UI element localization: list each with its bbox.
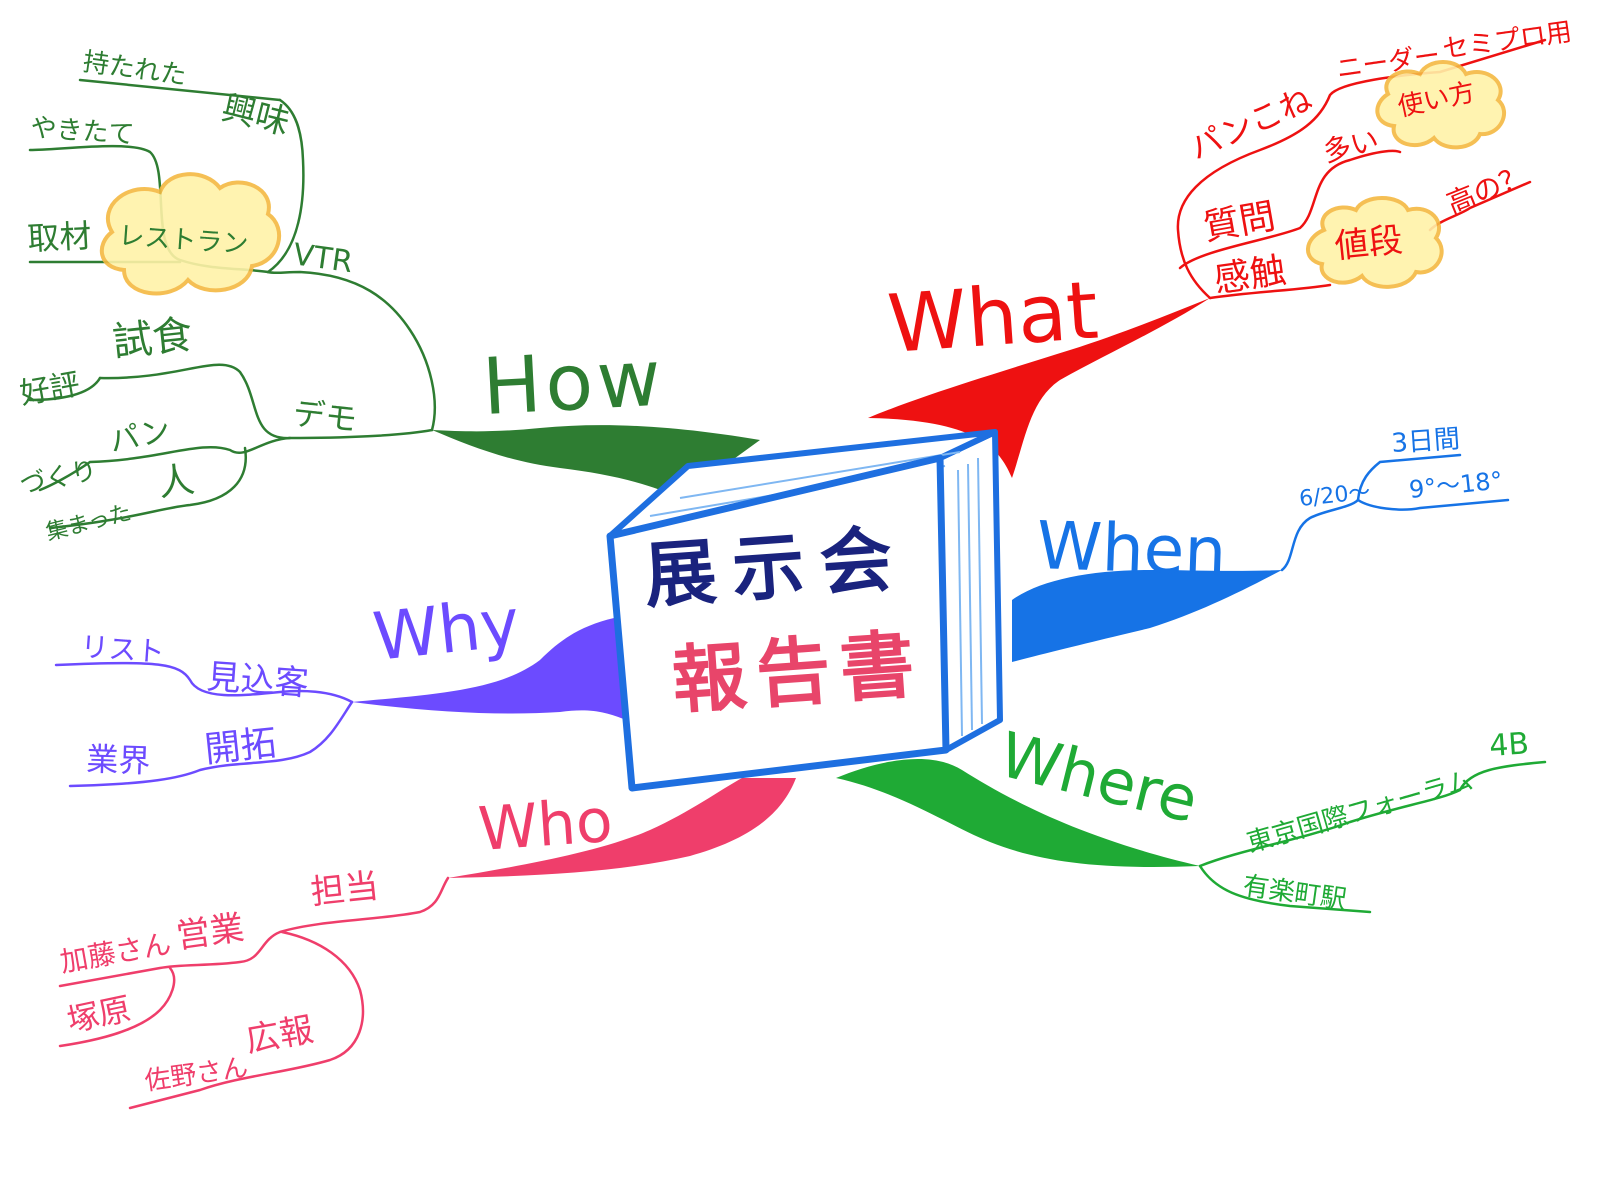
where-room: 4B [1488, 726, 1530, 764]
branch-when-label: When [1035, 507, 1227, 591]
how-kohyo: 好評 [17, 367, 82, 412]
what-shitsumon: 質問 [1200, 196, 1278, 249]
center-title-line2: 報告書 [670, 621, 927, 724]
how-vtr: VTR [291, 237, 355, 280]
who-tanto: 担当 [309, 866, 381, 913]
when-date: 6/20～ [1298, 480, 1372, 512]
when-hours: 9°～18° [1408, 466, 1504, 504]
how-atsumatta: 集まった [43, 500, 134, 545]
branch-who-ribbon [448, 778, 796, 878]
branch-why-label: Why [370, 584, 523, 676]
what-ooi: 多い [1320, 123, 1382, 169]
how-kyomi: 興味 [218, 88, 294, 143]
branch-who-label: Who [476, 786, 615, 865]
how-labels: How VTR 興味 持たれた やきたて 取材 デモ 試食 好評 パン づくり … [17, 47, 667, 546]
who-labels: Who 担当 営業 加藤さん 塚原 広報 佐野さん [57, 786, 614, 1097]
what-labels: What パンこね ニーダー セミプロ用 質問 多い 感触 高の？ [885, 17, 1574, 371]
what-kanshoku: 感触 [1212, 250, 1289, 301]
what-semipro: セミプロ用 [1441, 17, 1574, 65]
cloud-tsukaikata: 使い方 [1375, 60, 1506, 150]
where-forum: 東京国際フォーラム [1244, 766, 1476, 859]
center-title-line1: 展示会 [642, 516, 911, 618]
branch-when-ribbon [1012, 570, 1282, 662]
where-station: 有楽町駅 [1241, 871, 1348, 915]
where-labels: Where 東京国際フォーラム 4B 有楽町駅 [992, 718, 1530, 916]
who-subtree [58, 876, 450, 1110]
who-eigyo: 営業 [174, 908, 247, 957]
who-kato: 加藤さん [57, 927, 173, 979]
when-subtree [1280, 453, 1510, 572]
how-shishoku: 試食 [110, 312, 194, 366]
branch-why-ribbon [352, 618, 626, 720]
when-labels: When 6/20～ 3日間 9°～18° [1035, 424, 1503, 590]
cloud-nedan: 値段 [1306, 196, 1444, 289]
why-subtree [54, 661, 354, 788]
when-days: 3日間 [1390, 424, 1460, 459]
how-demo: デモ [291, 394, 359, 438]
branch-where-ribbon [836, 758, 1200, 867]
how-zukuri: づくり [17, 455, 100, 501]
how-shuzai: 取材 [26, 217, 92, 258]
why-kaitaku: 開拓 [203, 723, 279, 771]
who-koho: 広報 [243, 1010, 317, 1061]
why-gyokai: 業界 [86, 740, 151, 780]
branch-what-label: What [885, 264, 1101, 371]
center-book: 展示会 報告書 [606, 429, 1003, 792]
how-yakitate: やきたて [30, 113, 136, 150]
book-front-cover [606, 454, 950, 792]
how-hito: 人 [156, 459, 197, 505]
why-list: リスト [80, 630, 166, 669]
where-subtree [1198, 760, 1547, 914]
branch-what-ribbon [868, 298, 1210, 478]
why-mikomikyaku: 見込客 [205, 657, 310, 704]
what-nedan: 値段 [1333, 220, 1405, 267]
cloud-restaurant: レストラン [99, 172, 282, 296]
why-labels: Why 見込客 リスト 開拓 業界 [80, 584, 524, 780]
what-takaino: 高の？ [1442, 158, 1532, 220]
branch-how-label: How [480, 334, 667, 433]
